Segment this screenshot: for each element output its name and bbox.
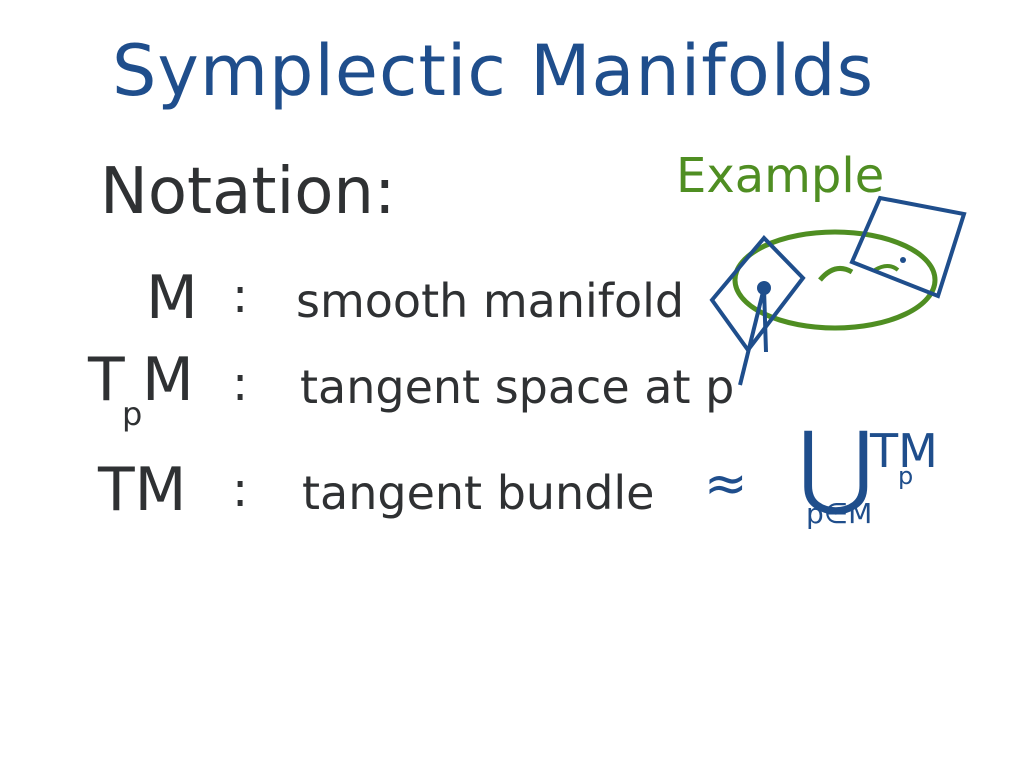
manifold-outline	[732, 229, 938, 331]
example-diagram	[709, 195, 967, 386]
approx-symbol: ≈	[704, 454, 748, 514]
notation-heading: Notation:	[100, 155, 396, 229]
notation-description-tangent-bundle: tangent bundle	[302, 466, 655, 520]
point-q	[900, 257, 906, 263]
notation-description-smooth-manifold: smooth manifold	[296, 274, 685, 328]
union-symbol: ⋃	[798, 412, 874, 519]
notation-colon-2: :	[232, 356, 249, 412]
tangent-plane-left	[709, 235, 806, 354]
tangent-vector	[738, 287, 766, 386]
notation-symbol-tm: TM	[98, 455, 187, 525]
union-term-subscript: p	[898, 462, 914, 490]
notation-symbol-t: T	[88, 345, 125, 415]
notation-symbol-m: M	[146, 263, 198, 333]
manifold-hole-curve	[873, 264, 900, 272]
union-term: TM	[870, 424, 938, 478]
notation-subscript-p: p	[122, 395, 143, 433]
notation-symbol-m-tail: M	[142, 345, 194, 415]
notation-description-tangent-space: tangent space at p	[300, 360, 735, 414]
union-subscript: p∈M	[806, 497, 873, 530]
notation-colon-3: :	[232, 462, 249, 518]
example-label: Example	[676, 148, 885, 204]
manifold-inner-curve	[818, 265, 854, 282]
tangent-plane-right	[849, 195, 967, 299]
notation-colon-1: :	[232, 268, 249, 324]
page-title: Symplectic Manifolds	[112, 30, 875, 112]
vertical-line	[762, 287, 768, 353]
